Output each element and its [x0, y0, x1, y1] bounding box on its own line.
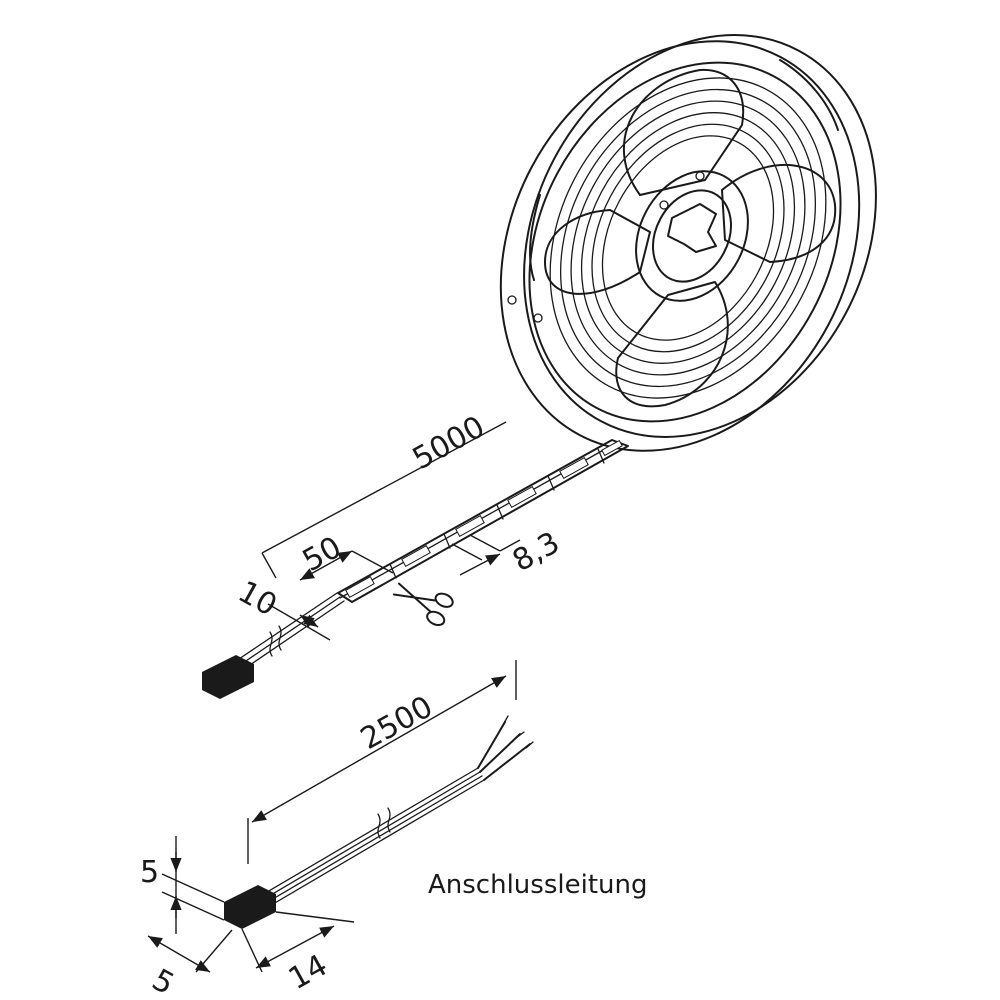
dim-strip-width-text: 10 [232, 574, 282, 623]
reel-back-flange [523, 34, 877, 438]
reel-hub-clip [667, 203, 717, 253]
reel-inner-rim [528, 61, 842, 423]
dim-connector-height: 5 [140, 836, 225, 934]
led-strip [337, 439, 629, 603]
strip-lead [202, 592, 345, 699]
dim-connector-width-text: 14 [283, 948, 333, 997]
reel-front-flange [499, 40, 861, 452]
cable-connector [224, 885, 276, 929]
dim-connector-depth-text: 5 [146, 962, 180, 1000]
dim-segment-length-text: 50 [297, 530, 347, 579]
dim-cable-length: 2500 [247, 660, 517, 864]
dim-led-pitch-text: 8,3 [507, 525, 566, 579]
reel [499, 34, 877, 452]
reel-windings [549, 77, 827, 399]
dim-led-pitch: 8,3 [451, 525, 566, 579]
strip-cut-marks [389, 448, 605, 579]
dim-connector-width: 14 [241, 911, 355, 997]
dim-connector-depth: 5 [146, 929, 233, 1000]
scissors-icon [392, 582, 454, 626]
strip-band [337, 439, 629, 603]
reel-spokes [544, 68, 837, 408]
dim-strip-length-text: 5000 [407, 409, 491, 477]
dim-segment-length: 50 [297, 530, 394, 581]
cable-label: Anschlussleitung [428, 870, 647, 900]
strip-connector [202, 655, 254, 699]
dim-connector-height-text: 5 [140, 855, 159, 890]
led-chips [345, 439, 623, 598]
dim-cable-length-text: 2500 [355, 689, 439, 757]
reel-hub [635, 170, 749, 302]
